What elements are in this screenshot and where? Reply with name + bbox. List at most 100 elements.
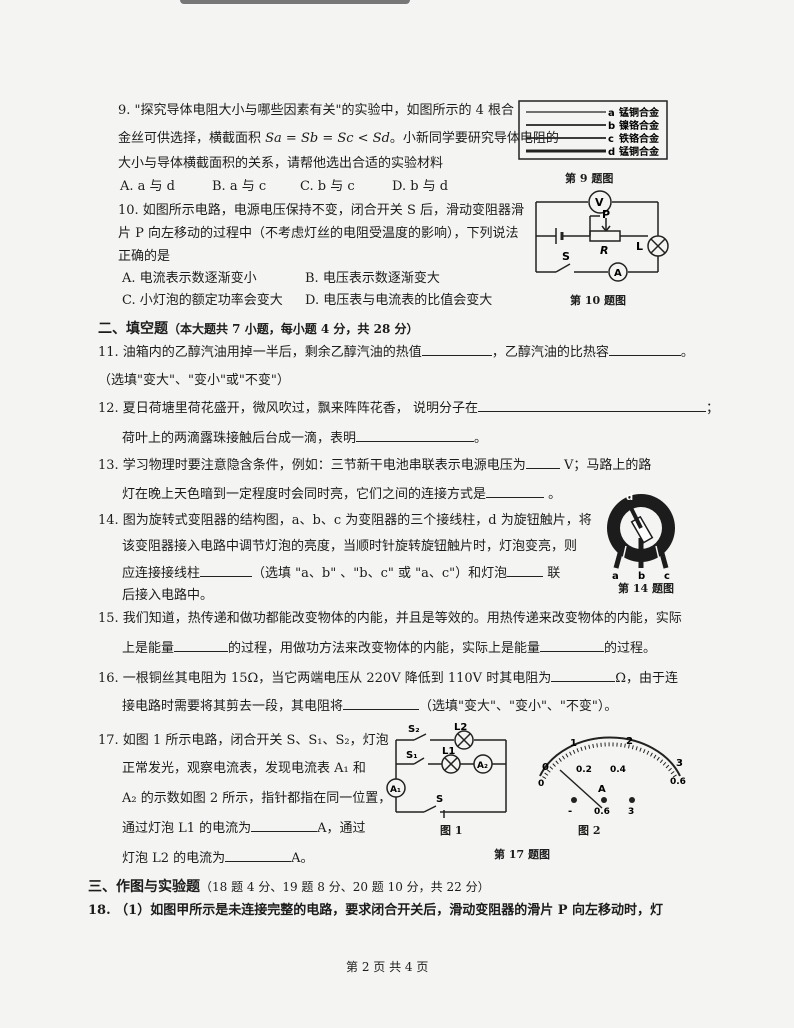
q14-caption: 第 14 题图 bbox=[618, 582, 674, 595]
q17-meter-top-1: 1 bbox=[570, 738, 577, 749]
q9-formula: Sa = Sb = Sc < Sd bbox=[265, 131, 390, 146]
q10-option-d: D. 电压表与电流表的比值会变大 bbox=[305, 293, 493, 308]
q15-blank-2[interactable] bbox=[540, 638, 605, 652]
q17-meter-bottom-3: 0.6 bbox=[670, 777, 686, 787]
q16-text-d: （选填"变大"、"变小"、"不变"）。 bbox=[419, 699, 618, 714]
q10-option-c: C. 小灯泡的额定功率会变大 bbox=[122, 293, 283, 308]
q17-meter-bottom-0: 0 bbox=[538, 779, 544, 789]
q11-blank-1[interactable] bbox=[421, 342, 492, 356]
q17-label-s: S bbox=[436, 794, 443, 805]
q14-figure: d a b c bbox=[596, 488, 686, 582]
q15-text-d: 的过程。 bbox=[604, 641, 657, 656]
q14-line3: 应连接接线柱（选填 "a、b" 、"b、c" 或 "a、c"）和灯泡 联 bbox=[122, 563, 560, 583]
q17-text-d: 通过灯泡 L1 的电流为 bbox=[122, 821, 252, 836]
q15-blank-1[interactable] bbox=[174, 638, 229, 652]
q10-line2: 片 P 向左移动的过程中（不考虑灯丝的电阻受温度的影响），下列说法 bbox=[118, 226, 519, 241]
q13-blank-2[interactable] bbox=[486, 484, 545, 498]
q9-caption: 第 9 题图 bbox=[565, 172, 614, 185]
q9-wire-b-label: 镍铬合金 bbox=[619, 119, 660, 132]
q17-meter-bottom-2: 0.4 bbox=[610, 765, 626, 775]
q10-voltmeter-label: V bbox=[595, 196, 604, 209]
q12-text-a: 12. 夏日荷塘里荷花盛开，微风吹过，飘来阵阵花香， 说明分子在 bbox=[98, 401, 478, 416]
section3-heading: 三、作图与实验题 bbox=[88, 879, 200, 895]
q17-label-l1: L1 bbox=[442, 746, 455, 757]
q9-wire-a-letter: a bbox=[608, 108, 615, 119]
q17-meter-term-06: 0.6 bbox=[594, 807, 610, 817]
q17-text-g: A。 bbox=[291, 851, 314, 866]
q17-blank-1[interactable] bbox=[251, 818, 318, 832]
q17-text-e: A，通过 bbox=[317, 821, 366, 836]
q15-line2: 上是能量的过程，用做功方法来改变物体的内能，实际上是能量的过程。 bbox=[122, 638, 656, 658]
q9-line2-end: 。小新同学要研究导体电阻的 bbox=[389, 131, 559, 146]
q17-caption: 第 17 题图 bbox=[494, 848, 550, 861]
q14-knob-label: d bbox=[626, 492, 633, 503]
q13-text-d: 。 bbox=[544, 487, 562, 502]
q10-option-b: B. 电压表示数逐渐变大 bbox=[305, 271, 440, 286]
q17-fig2: 0 1 2 3 0 0.2 0.4 0.6 A - 0.6 3 bbox=[530, 730, 690, 820]
q14-text-d: （选填 "a、b" 、"b、c" 或 "a、c"）和灯泡 bbox=[252, 566, 508, 581]
q11-blank-2[interactable] bbox=[608, 342, 681, 356]
q16-blank-2[interactable] bbox=[343, 696, 420, 710]
q17-label-s1: S₁ bbox=[406, 750, 418, 761]
q10-caption: 第 10 题图 bbox=[570, 294, 626, 307]
section2-title: 二、填空题（本大题共 7 小题，每小题 4 分，共 28 分） bbox=[98, 318, 418, 338]
q11-text-c: 。 bbox=[680, 345, 694, 360]
q9-wire-b-letter: b bbox=[608, 121, 615, 132]
q17-label-a2: A₂ bbox=[477, 761, 488, 771]
q12-blank-2[interactable] bbox=[356, 428, 475, 442]
q14-terminal-c: c bbox=[664, 571, 670, 580]
q10-figure: V P R L S A bbox=[528, 188, 673, 288]
section3-note: （18 题 4 分、19 题 8 分、20 题 10 分，共 22 分） bbox=[200, 880, 490, 894]
q14-blank-2[interactable] bbox=[507, 563, 544, 577]
q9-wire-c-label: 铁铬合金 bbox=[619, 132, 660, 145]
q16-line1: 16. 一根铜丝其电阻为 15Ω，当它两端电压从 220V 降低到 110V 时… bbox=[98, 668, 678, 688]
q10-option-a: A. 电流表示数逐渐变小 bbox=[122, 271, 257, 286]
q14-line1: 14. 图为旋转式变阻器的结构图，a、b、c 为变阻器的三个接线柱，d 为旋钮触… bbox=[98, 513, 592, 528]
q16-blank-1[interactable] bbox=[551, 668, 616, 682]
q12-text-c: 荷叶上的两滴露珠接触后台成一滴，表明 bbox=[122, 431, 357, 446]
q17-meter-term-3: 3 bbox=[628, 807, 634, 817]
q14-line2: 该变阻器接入电路中调节灯泡的亮度，当顺时针旋转旋钮触片时，灯泡变亮，则 bbox=[122, 539, 578, 554]
q9-wire-a-label: 锰铜合金 bbox=[619, 106, 660, 119]
q13-blank-1[interactable] bbox=[525, 455, 560, 469]
q17-fig1-caption: 图 1 bbox=[440, 824, 463, 837]
q14-blank-1[interactable] bbox=[200, 563, 253, 577]
q17-meter-top-3: 3 bbox=[676, 758, 683, 769]
q17-text-f: 灯泡 L2 的电流为 bbox=[122, 851, 226, 866]
q17-meter-top-0: 0 bbox=[542, 762, 549, 773]
q9-line2: 金丝可供选择，横截面积 Sa = Sb = Sc < Sd。小新同学要研究导体电… bbox=[118, 130, 559, 148]
q12-text-b: ； bbox=[705, 401, 719, 416]
q17-meter-unit: A bbox=[598, 784, 606, 795]
q10-line3: 正确的是 bbox=[118, 249, 171, 264]
q15-text-c: 的过程，用做功方法来改变物体的内能，实际上是能量 bbox=[228, 641, 541, 656]
q10-rheostat-label: R bbox=[600, 244, 608, 257]
q17-fig1: S₂ L2 S₁ L1 A₂ A₁ S bbox=[384, 722, 514, 822]
page-footer: 第 2 页 共 4 页 bbox=[346, 960, 429, 974]
q18-line1: 18. （1）如图甲所示是未连接完整的电路，要求闭合开关后，滑动变阻器的滑片 P… bbox=[88, 903, 664, 918]
q17-label-s2: S₂ bbox=[408, 724, 420, 735]
q17-line1: 17. 如图 1 所示电路，闭合开关 S、S₁、S₂，灯泡 bbox=[98, 733, 389, 748]
q15-line1: 15. 我们知道，热传递和做功都能改变物体的内能，并且是等效的。用热传递来改变物… bbox=[98, 611, 682, 626]
scan-edge bbox=[180, 0, 410, 4]
q17-meter-term-neg: - bbox=[568, 806, 572, 817]
q9-option-d: D. b 与 d bbox=[392, 179, 449, 194]
q17-fig2-caption: 图 2 bbox=[578, 824, 601, 837]
q12-line2: 荷叶上的两滴露珠接触后台成一滴，表明 。 bbox=[122, 428, 487, 448]
q17-line3: A₂ 的示数如图 2 所示，指针都指在同一位置， bbox=[122, 791, 392, 806]
q11-text-b: ，乙醇汽油的比热容 bbox=[491, 345, 609, 360]
q17-blank-2[interactable] bbox=[225, 848, 292, 862]
q17-label-l2: L2 bbox=[454, 722, 467, 733]
q14-text-e: 联 bbox=[543, 566, 561, 581]
q9-line2-text: 金丝可供选择，横截面积 bbox=[118, 131, 266, 146]
q9-wire-d-label: 锰铜合金 bbox=[619, 145, 660, 158]
q13-text-c: 灯在晚上天色暗到一定程度时会同时亮，它们之间的连接方式是 bbox=[122, 487, 487, 502]
q9-wire-c-letter: c bbox=[608, 134, 614, 145]
section2-note: （本大题共 7 小题，每小题 4 分，共 28 分） bbox=[168, 322, 419, 336]
q9-wire-d-letter: d bbox=[608, 147, 615, 158]
q13-text-a: 13. 学习物理时要注意隐含条件，例如：三节新干电池串联表示电源电压为 bbox=[98, 458, 526, 473]
q10-line1: 10. 如图所示电路，电源电压保持不变，闭合开关 S 后，滑动变阻器滑 bbox=[118, 203, 524, 218]
q9-option-c: C. b 与 c bbox=[300, 179, 355, 194]
q12-text-d: 。 bbox=[474, 431, 488, 446]
q17-line4: 通过灯泡 L1 的电流为 A，通过 bbox=[122, 818, 366, 838]
q12-blank-1[interactable] bbox=[477, 398, 706, 412]
